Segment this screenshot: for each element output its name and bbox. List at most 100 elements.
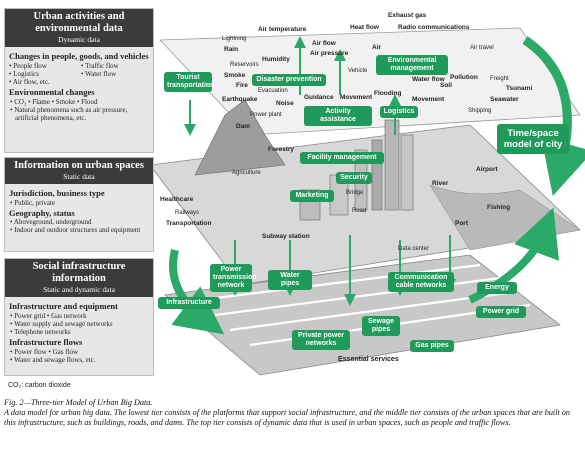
tsunami-label: Tsunami xyxy=(506,85,533,92)
fire-label: Fire xyxy=(236,82,248,89)
dam-label: Dam xyxy=(236,123,251,130)
power-plant-label: Power plant xyxy=(250,112,282,118)
bottom-tier-plane xyxy=(164,254,561,376)
private-power-box: Private power networks xyxy=(292,330,350,350)
air-flow-label: Air flow xyxy=(312,40,336,47)
caption-title: Fig. 2—Three-tier Model of Urban Big Dat… xyxy=(4,398,153,407)
panel-subtitle: Static data xyxy=(63,172,95,181)
list-item: • Water supply and sewage networks xyxy=(10,319,113,328)
mountain-shape xyxy=(194,99,286,176)
subway-label: Subway station xyxy=(262,233,310,240)
figure-caption: Fig. 2—Three-tier Model of Urban Big Dat… xyxy=(4,398,581,429)
gas-pipes-box: Gas pipes xyxy=(410,340,454,352)
panel-title: Information on urban spaces xyxy=(14,160,144,171)
forestry-label: Forestry xyxy=(268,146,295,153)
bridge-label: Bridge xyxy=(346,190,364,196)
panel-title: Social infrastructure information xyxy=(32,261,126,284)
panel-title: Urban activities and environmental data xyxy=(33,11,125,34)
section-heading: Infrastructure flows xyxy=(9,337,83,348)
tourist-transportation-box: Tourist transportation xyxy=(164,72,214,92)
vehicle-label: Vehicle xyxy=(348,68,368,74)
shipping-label: Shipping xyxy=(468,108,492,114)
agriculture-label: Agriculture xyxy=(232,170,261,176)
energy-box: Energy xyxy=(477,282,517,294)
radio-label: Radio communications xyxy=(398,24,470,31)
reservoirs-label: Reservoirs xyxy=(230,62,259,68)
panel-urban-activities: Urban activities and environmental data … xyxy=(4,8,154,153)
panel-subtitle: Dynamic data xyxy=(58,35,100,44)
list-item: • People flow xyxy=(9,61,47,70)
list-item: • Aboveground, underground xyxy=(10,218,92,227)
section-heading: Infrastructure and equipment xyxy=(9,301,118,311)
panel-header: Social infrastructure information Static… xyxy=(5,259,153,297)
fishing-label: Fishing xyxy=(487,204,511,211)
panel-header: Urban activities and environmental data … xyxy=(5,9,153,47)
list-item: • Power grid • Gas network xyxy=(10,311,87,320)
building xyxy=(400,134,414,211)
list-item: • Public, private xyxy=(10,198,56,207)
rain-label: Rain xyxy=(224,46,239,53)
list-item: • Water flow xyxy=(81,69,117,78)
smoke-label: Smoke xyxy=(224,72,246,79)
panel-social-infrastructure: Social infrastructure information Static… xyxy=(4,258,154,376)
security-box: Security xyxy=(336,172,372,184)
section-heading: Environmental changes xyxy=(9,87,95,98)
list-item: • Indoor and outdoor structures and equi… xyxy=(10,226,141,235)
essential-services-label: Essential services xyxy=(338,356,399,363)
sewage-pipes-box: Sewage pipes xyxy=(362,316,400,336)
railways-label: Railways xyxy=(175,210,200,216)
infra-arrow xyxy=(169,249,225,335)
water-flow-label: Water flow xyxy=(412,76,445,83)
pipe-lines xyxy=(199,263,531,347)
panel-subtitle: Static and dynamic data xyxy=(43,285,115,294)
panel-urban-spaces: Information on urban spaces Static data … xyxy=(4,157,154,252)
power-transmission-box: Power transmission network xyxy=(210,264,257,292)
marketing-box: Marketing xyxy=(290,190,334,202)
data-center-label: Data center xyxy=(398,246,430,252)
transportation-label: Transportation xyxy=(166,220,212,227)
co2-note: CO₂: carbon dioxide xyxy=(8,382,71,389)
air-pressure-label: Air pressure xyxy=(310,50,349,57)
guidance-label: Guidance xyxy=(304,94,334,101)
power-grid-box: Power grid xyxy=(476,306,526,318)
port-label: Port xyxy=(455,220,468,227)
time-space-model-box: Time/space model of city xyxy=(497,124,569,154)
air-temperature-label: Air temperature xyxy=(258,26,307,33)
building xyxy=(371,139,383,211)
list-item: • Water and sewage flows, etc. xyxy=(10,355,96,364)
top-tier-plane xyxy=(159,27,581,136)
section-heading: Jurisdiction, business type xyxy=(9,188,105,198)
figure: Urban activities and environmental data … xyxy=(4,8,585,389)
section-heading: Changes in people, goods, and vehicles xyxy=(9,51,149,61)
lightning-label: Lightning xyxy=(222,36,247,42)
communication-networks-box: Communication cable networks xyxy=(388,272,454,292)
airport-label: Airport xyxy=(476,166,498,173)
flooding-label: Flooding xyxy=(374,90,402,97)
road-label: Road xyxy=(352,208,367,214)
list-item: • CO₂ • Flame • Smoke • Flood xyxy=(10,97,98,106)
movement-label: Movement xyxy=(340,94,373,101)
urban-tier-diagram xyxy=(149,27,585,376)
heat-flow-label: Heat flow xyxy=(350,24,379,31)
caption-body: A data model for urban big data. The low… xyxy=(4,408,570,428)
list-item: • Power flow • Gas flow xyxy=(10,347,79,356)
environmental-management-box: Environmental management xyxy=(376,55,448,75)
building xyxy=(384,119,400,211)
soil-label: Soil xyxy=(440,82,452,89)
list-item: • Air flow, etc. xyxy=(9,77,50,86)
list-item: • Telephone networks xyxy=(10,327,71,336)
seawater-label: Seawater xyxy=(490,96,519,103)
list-item: • Traffic flow xyxy=(81,61,119,70)
panel-header: Information on urban spaces Static data xyxy=(5,158,153,184)
facility-management-box: Facility management xyxy=(300,152,384,164)
freight-label: Freight xyxy=(490,76,509,82)
air-travel-label: Air travel xyxy=(470,45,494,51)
section-heading: Geography, status xyxy=(9,207,75,218)
noise-label: Noise xyxy=(276,100,294,107)
healthcare-label: Healthcare xyxy=(160,196,194,203)
evacuation-label: Evacuation xyxy=(258,88,288,94)
exhaust-gas-label: Exhaust gas xyxy=(388,12,427,19)
river-label: River xyxy=(432,180,449,187)
logistics-box: Logistics xyxy=(380,106,418,118)
pollution-label: Pollution xyxy=(450,74,478,81)
